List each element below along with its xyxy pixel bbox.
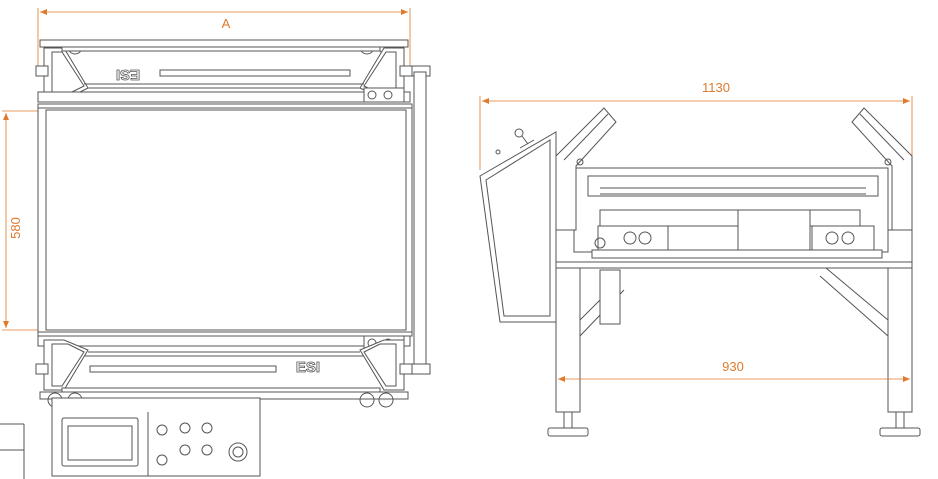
dimension-930-label: 930 <box>722 359 744 374</box>
front-view <box>479 96 921 437</box>
brand-logo-top: ESI <box>116 66 140 83</box>
brand-logo-bottom: ESI <box>296 359 320 376</box>
dimension-a <box>37 8 411 70</box>
dimension-1130-label: 1130 <box>702 80 730 95</box>
dimension-580 <box>2 110 40 331</box>
dimension-a-label: A <box>222 16 231 31</box>
side-guard-left <box>555 107 617 231</box>
adjacent-cabinet <box>0 423 25 479</box>
control-box <box>51 397 261 477</box>
conveyor-belt <box>37 103 413 337</box>
dimension-580-label: 580 <box>8 217 23 239</box>
support-legs <box>547 267 921 437</box>
machine-frame <box>555 167 913 269</box>
side-guard-right <box>851 107 913 231</box>
top-end-frame <box>35 39 431 103</box>
control-panel-arm <box>479 128 557 323</box>
side-roller-right <box>413 71 427 375</box>
bottom-end-frame <box>35 335 431 408</box>
top-view: ESI <box>0 8 431 479</box>
